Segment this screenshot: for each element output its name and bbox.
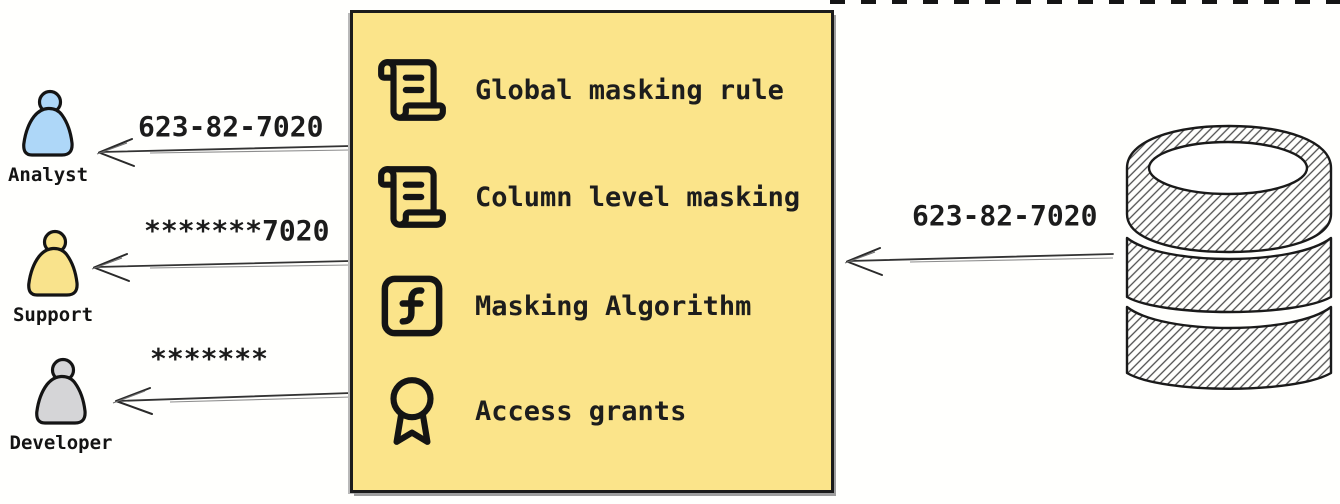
dashed-border-top xyxy=(830,0,1340,4)
rule-label: Masking Algorithm xyxy=(475,290,752,322)
scroll-text-icon xyxy=(378,166,446,228)
support-person-icon xyxy=(27,229,79,297)
rule-access-grants: Access grants xyxy=(375,373,686,449)
rule-global-masking: Global masking rule xyxy=(375,52,784,128)
rule-column-level-masking: Column level masking xyxy=(375,159,800,235)
rule-label: Global masking rule xyxy=(475,74,784,106)
rule-masking-algorithm: Masking Algorithm xyxy=(375,268,751,344)
arrow-db-to-box xyxy=(844,247,1114,276)
user-role-label: Developer xyxy=(9,432,113,454)
db-source-value: 623-82-7020 xyxy=(912,199,1098,232)
arrow-to-support xyxy=(91,253,351,282)
user-analyst: Analyst xyxy=(0,84,96,186)
masked-value-developer: ******* xyxy=(150,342,269,375)
developer-person-icon xyxy=(35,357,87,425)
arrow-to-developer xyxy=(112,387,352,415)
award-icon xyxy=(390,377,434,445)
function-square-icon xyxy=(381,275,443,337)
masking-rules-box: Global masking rule Column level masking… xyxy=(350,10,834,493)
masked-value-analyst: 623-82-7020 xyxy=(138,110,324,143)
scroll-text-icon xyxy=(378,59,446,121)
arrow-to-analyst xyxy=(96,138,351,167)
rule-label: Access grants xyxy=(475,395,687,427)
rule-label: Column level masking xyxy=(475,181,801,213)
analyst-person-icon xyxy=(22,89,74,157)
user-role-label: Support xyxy=(12,304,94,326)
database-icon xyxy=(1125,124,1333,390)
user-support: Support xyxy=(4,224,102,326)
user-role-label: Analyst xyxy=(7,164,89,186)
user-developer: Developer xyxy=(8,352,114,454)
masked-value-support: *******7020 xyxy=(144,214,330,247)
